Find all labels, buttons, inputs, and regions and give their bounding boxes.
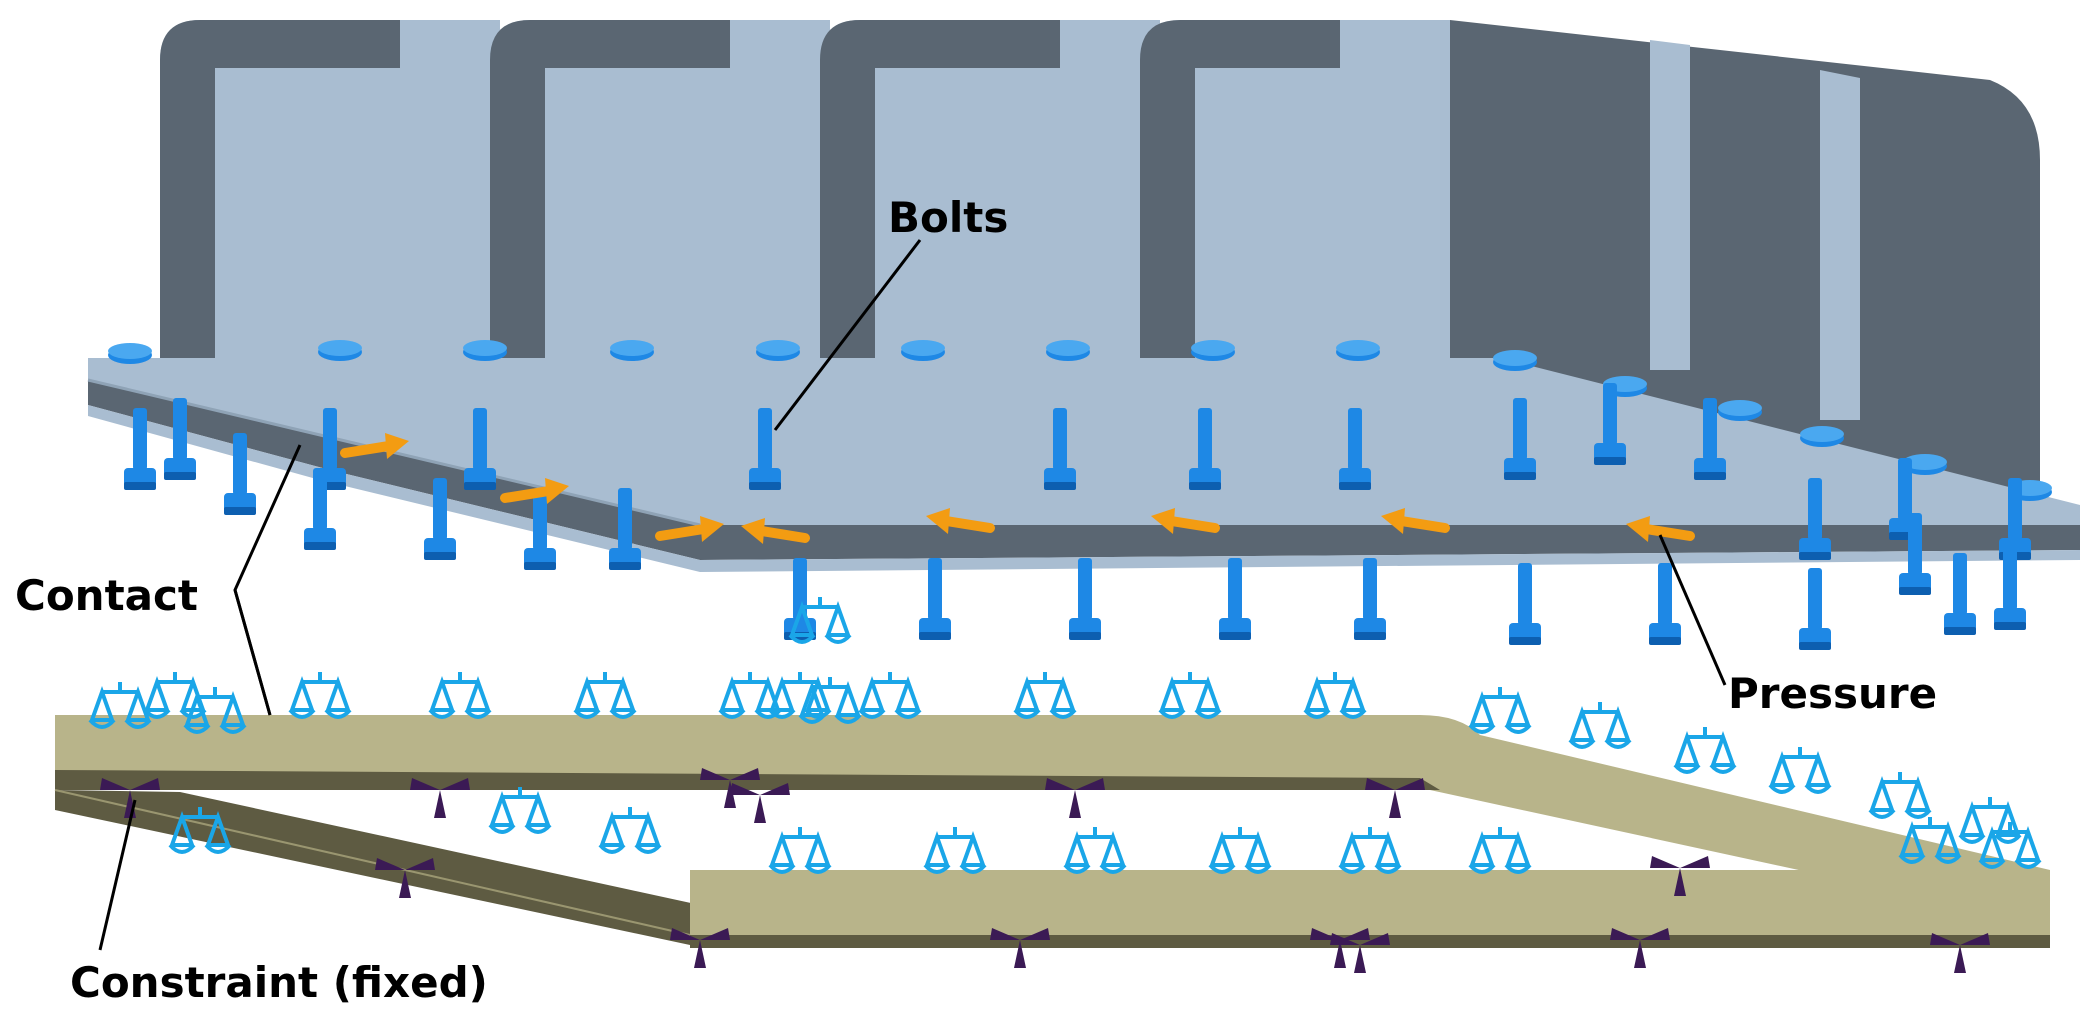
bolts-leader bbox=[773, 239, 922, 431]
housing-wall-3-shadow bbox=[820, 20, 1060, 360]
housing-body bbox=[87, 20, 2080, 572]
housing-flange-top bbox=[88, 358, 2080, 525]
bolts-label: Bolts bbox=[888, 193, 1008, 242]
housing-side-wall-1 bbox=[1650, 40, 1690, 370]
contact-symbol-icon bbox=[288, 670, 352, 719]
contact-symbol-icon bbox=[573, 670, 637, 719]
bolt-icon bbox=[919, 558, 951, 640]
contact-symbol-icon bbox=[1568, 700, 1632, 749]
bolt-icon bbox=[1509, 563, 1541, 645]
bolt-icon bbox=[756, 340, 800, 361]
contact-symbol-icon bbox=[1768, 745, 1832, 794]
bolt-icon bbox=[463, 340, 507, 361]
leader-lines bbox=[98, 239, 1727, 951]
contact-leader-lower bbox=[233, 589, 272, 716]
bolt-icon bbox=[610, 340, 654, 361]
housing-wall-4-shadow bbox=[1140, 20, 1340, 360]
pressure-label: Pressure bbox=[1728, 669, 1937, 718]
contact-symbol-icon bbox=[1673, 725, 1737, 774]
contact-symbol-icon bbox=[1978, 820, 2042, 869]
contact-symbol-icon bbox=[1303, 670, 1367, 719]
constraint-label: Constraint (fixed) bbox=[70, 958, 488, 1007]
housing-wall-1 bbox=[160, 20, 500, 360]
housing-wall-2-shadow bbox=[490, 20, 730, 360]
bolt-icon bbox=[1799, 568, 1831, 650]
contact-label: Contact bbox=[15, 571, 198, 620]
bolt-icon bbox=[1046, 340, 1090, 361]
housing-flange-underside bbox=[88, 380, 2080, 560]
constraint-leader bbox=[98, 799, 137, 951]
housing-wall-2 bbox=[490, 20, 830, 360]
bolt-icon bbox=[901, 340, 945, 361]
bolt-icon bbox=[1354, 558, 1386, 640]
contact-symbol-icon bbox=[1868, 770, 1932, 819]
bolt-icon bbox=[318, 340, 362, 361]
housing-wall-4 bbox=[1140, 20, 1450, 360]
bolt-icon bbox=[108, 343, 152, 364]
contact-symbol-icon bbox=[428, 670, 492, 719]
frame-body bbox=[54, 715, 2050, 948]
housing-flange-edge bbox=[88, 405, 2080, 572]
housing-wall-3 bbox=[820, 20, 1160, 360]
bolt-icon bbox=[1219, 558, 1251, 640]
bolt-icon bbox=[1493, 350, 1537, 371]
bolt-icon bbox=[1069, 558, 1101, 640]
contact-symbol-icon bbox=[1468, 685, 1532, 734]
pressure-leader bbox=[1658, 534, 1727, 686]
bolt-icon bbox=[1191, 340, 1235, 361]
bolt-icon bbox=[1336, 340, 1380, 361]
housing-side-wall-2 bbox=[1820, 70, 1860, 420]
housing-wall-1-shadow bbox=[160, 20, 400, 360]
frame-front-bar bbox=[690, 870, 2050, 935]
frame-back-bar bbox=[55, 715, 2050, 905]
contact-symbol-icon bbox=[1013, 670, 1077, 719]
bolt-icon bbox=[1800, 426, 1844, 447]
contact-symbol-icon bbox=[858, 670, 922, 719]
contact-symbol-icon bbox=[1158, 670, 1222, 719]
bolt-icon bbox=[1944, 553, 1976, 635]
bolt-icon bbox=[1718, 400, 1762, 421]
